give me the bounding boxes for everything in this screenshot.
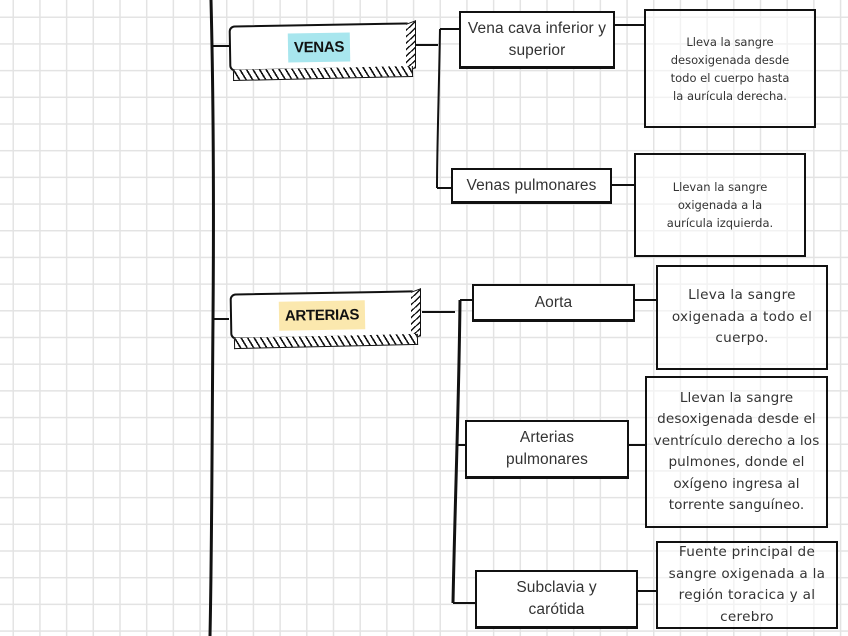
node-aorta: Aorta [472, 284, 635, 322]
description-venas-pulmonares: Llevan la sangre oxigenada a la aurícula… [634, 153, 806, 257]
description-text: Lleva la sangre oxigenada a todo el cuer… [671, 287, 813, 347]
node-label: Aorta [534, 293, 573, 311]
description-subclavia-carotida: Fuente principal de sangre oxigenada a l… [656, 541, 838, 629]
main-spine [208, 0, 215, 636]
description-text: Lleva la sangre desoxigenada desde todo … [670, 34, 790, 103]
description-text: Llevan la sangre desoxigenada desde el v… [653, 389, 820, 514]
description-text: Fuente principal de sangre oxigenada a l… [668, 544, 826, 625]
description-vena-cava: Lleva la sangre desoxigenada desde todo … [644, 9, 816, 128]
node-vena-cava: Vena cava inferior y superior [459, 11, 615, 69]
node-subclavia-carotida: Subclavia y carótida [475, 570, 638, 629]
description-aorta: Lleva la sangre oxigenada a todo el cuer… [656, 265, 828, 370]
description-text: Llevan la sangre oxigenada a la aurícula… [666, 180, 774, 230]
category-3d-side-venas [406, 20, 416, 72]
category-label-arterias: ARTERIAS [278, 299, 366, 331]
node-arterias-pulmonares: Arterias pulmonares [465, 420, 629, 479]
description-arterias-pulmonares: Llevan la sangre desoxigenada desde el v… [645, 376, 828, 528]
node-label: Subclavia y carótida [516, 579, 597, 618]
connector-venas-vertical [436, 28, 441, 189]
category-3d-side-arterias [411, 288, 421, 340]
category-box-arterias: ARTERIAS [229, 290, 415, 340]
node-label: Arterias pulmonares [506, 429, 588, 468]
category-box-venas: VENAS [228, 22, 410, 72]
node-label: Vena cava inferior y superior [467, 19, 607, 59]
node-label: Venas pulmonares [466, 176, 597, 194]
category-label-venas: VENAS [287, 31, 351, 63]
connector-arterias-vertical [451, 299, 462, 604]
node-venas-pulmonares: Venas pulmonares [451, 168, 612, 204]
